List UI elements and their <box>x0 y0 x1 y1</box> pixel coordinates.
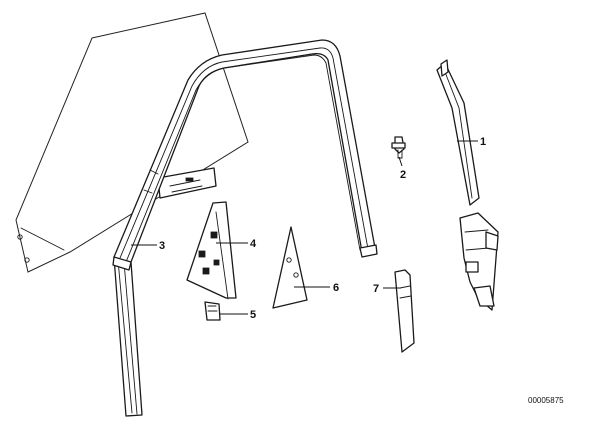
callout-7: 7 <box>373 283 379 295</box>
triangle-cover-plate-icon <box>272 226 308 309</box>
leader-lines <box>131 140 478 315</box>
window-regulator-icon <box>436 59 499 311</box>
callout-2: 2 <box>400 169 406 181</box>
screw-icon <box>391 136 406 159</box>
triangle-trim-panel-icon <box>186 201 237 300</box>
callout-5: 5 <box>250 309 256 321</box>
door-frame-seal-icon <box>112 39 378 417</box>
catalog-number: 00005875 <box>528 396 564 405</box>
callout-1: 1 <box>480 136 486 148</box>
clip-icon <box>204 301 221 321</box>
vertical-strip-icon <box>394 269 415 353</box>
callout-3: 3 <box>159 240 165 252</box>
callout-6: 6 <box>333 282 339 294</box>
callout-4: 4 <box>250 238 257 250</box>
